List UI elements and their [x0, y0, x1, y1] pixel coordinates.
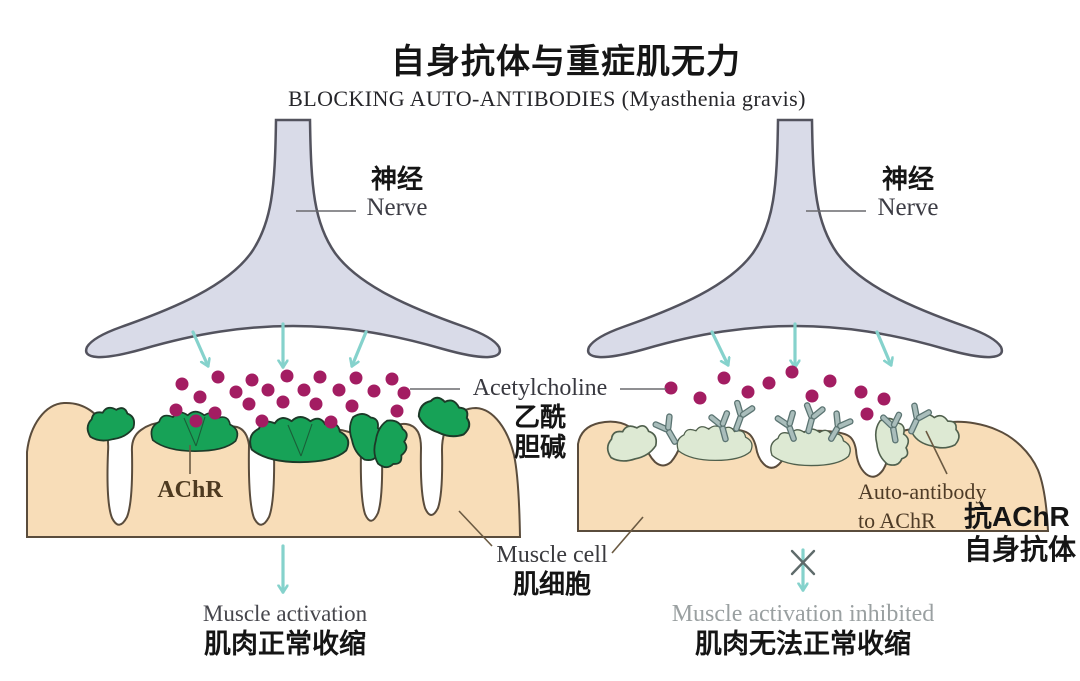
acetylcholine-dots-left: [169, 369, 411, 429]
acetylcholine-label-cn1: 乙酰: [513, 402, 566, 432]
acetylcholine-label-cn2: 胆碱: [513, 432, 566, 462]
nerve-label-left: 神经 Nerve: [366, 164, 427, 222]
acetylcholine-label: Acetylcholine 乙酰 胆碱: [473, 374, 608, 462]
muscle-activation-label-cn: 肌肉正常收缩: [204, 629, 366, 659]
synapse-arrows-right: [710, 322, 891, 367]
achr-receptors-left: [83, 389, 477, 472]
pointer-line-muscle-cell-right: [611, 516, 644, 554]
anti-achr-label: 抗AChR 自身抗体: [964, 500, 1076, 566]
acetylcholine-label-en: Acetylcholine: [472, 375, 608, 401]
nerve-terminal-right: [586, 118, 1004, 359]
page-title: 自身抗体与重症肌无力: [391, 43, 741, 81]
muscle-cell-label-cn: 肌细胞: [512, 569, 592, 599]
nerve-label-right: 神经 Nerve: [877, 164, 938, 222]
nerve-label-left-en: Nerve: [366, 194, 428, 221]
muscle-cell-label: Muscle cell 肌细胞: [496, 541, 607, 599]
muscle-inhibited-label-cn: 肌肉无法正常收缩: [694, 629, 911, 659]
auto-antibody-label: Auto-antibody to AChR: [858, 477, 986, 535]
muscle-activation-label-en: Muscle activation: [202, 601, 368, 626]
nerve-label-right-en: Nerve: [877, 194, 939, 221]
nerve-label-left-cn: 神经: [370, 164, 424, 194]
muscle-inhibited-label: Muscle activation inhibited 肌肉无法正常收缩: [672, 600, 935, 661]
auto-antibody-label-line1: Auto-antibody: [858, 479, 987, 504]
muscle-activation-label: Muscle activation 肌肉正常收缩: [203, 600, 367, 661]
nerve-label-right-cn: 神经: [881, 164, 935, 194]
muscle-cell-label-en: Muscle cell: [496, 542, 608, 568]
achr-label: AChR: [157, 477, 223, 503]
nerve-terminal-left: [84, 118, 502, 359]
x-mark: [790, 549, 816, 576]
auto-antibody-label-line2: to AChR: [858, 508, 936, 533]
acetylcholine-dots-right: [664, 365, 891, 421]
pointer-line-muscle-cell-left: [458, 510, 493, 547]
pointer-line-auto-antibody: [925, 430, 948, 475]
anti-achr-label-cn2: 自身抗体: [964, 534, 1077, 565]
subtitle-en: BLOCKING AUTO-ANTIBODIES (Myasthenia gra…: [288, 86, 806, 111]
muscle-inhibited-label-en: Muscle activation inhibited: [671, 601, 935, 627]
synapse-arrows-left: [191, 322, 368, 367]
anti-achr-label-cn1: 抗AChR: [964, 501, 1070, 532]
